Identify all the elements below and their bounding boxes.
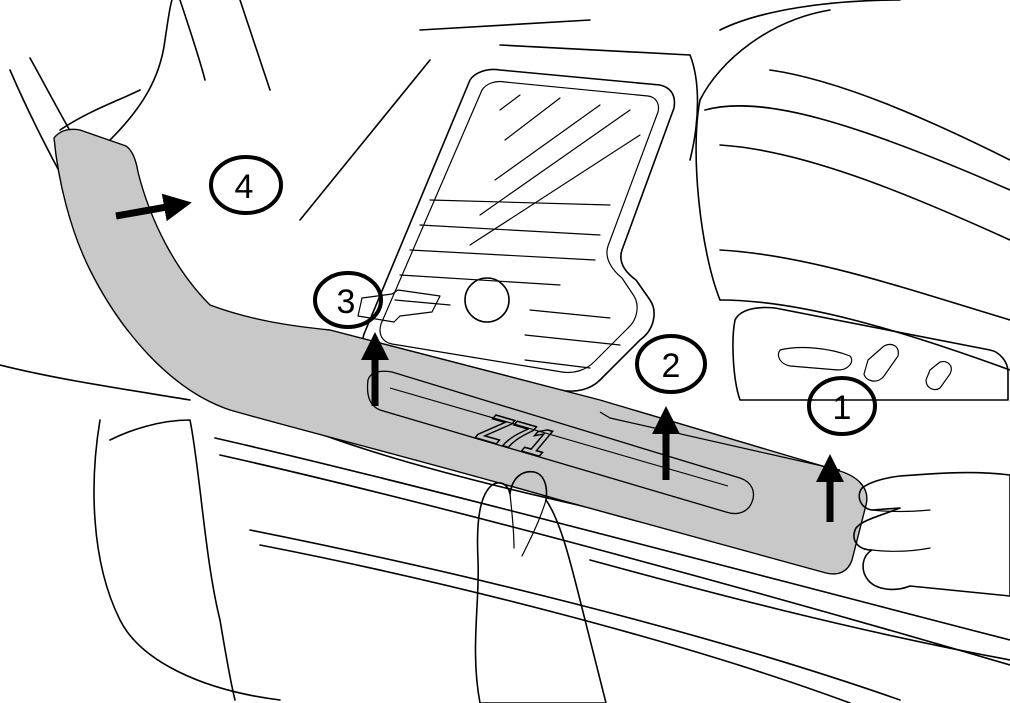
- step-callout-3: 3: [315, 273, 381, 327]
- step-number-1: 1: [833, 389, 852, 427]
- sill-plate-panel: [54, 129, 867, 574]
- step-callout-4: 4: [211, 157, 281, 213]
- floor-mat-ribs: [395, 95, 640, 368]
- step-callout-1: 1: [809, 378, 875, 434]
- step-number-2: 2: [662, 347, 681, 385]
- step-number-4: 4: [235, 168, 254, 206]
- step-callout-2: 2: [637, 336, 705, 392]
- right-hand: [854, 473, 1010, 596]
- seat-outline: [696, 0, 1010, 400]
- step-number-3: 3: [337, 283, 356, 321]
